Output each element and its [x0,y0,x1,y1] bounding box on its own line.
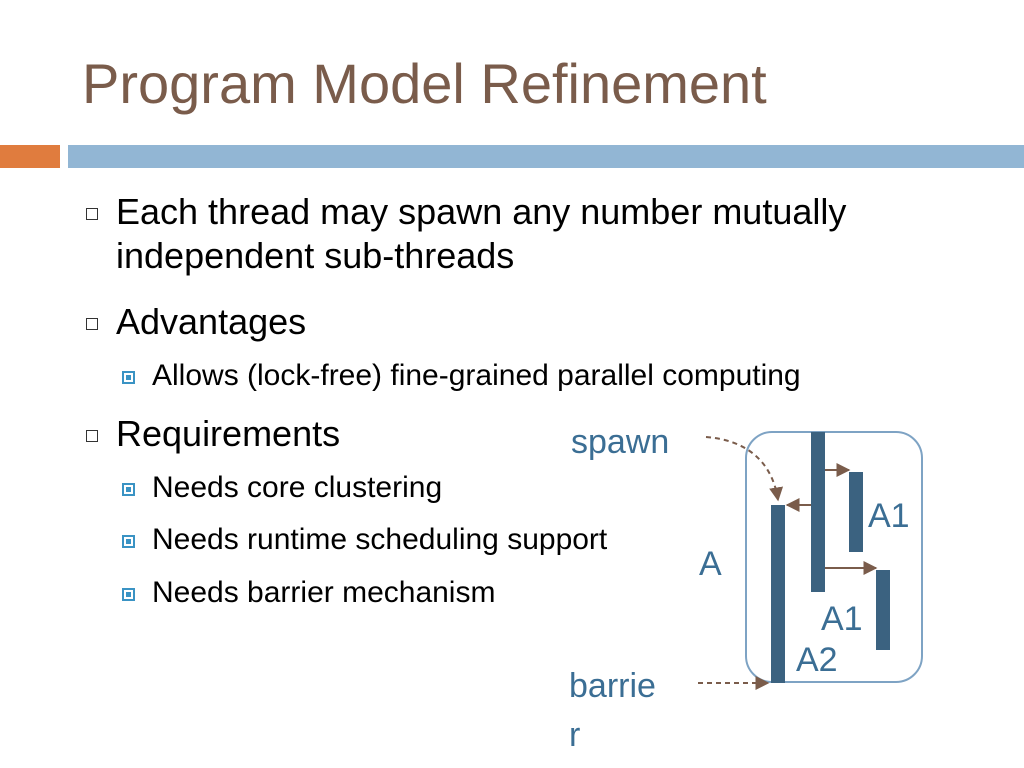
sub-bullet-text: Needs runtime scheduling support [152,523,608,556]
title-rule-blue [68,145,1024,168]
spawn-pointer-arrow [705,436,784,502]
barrier-label-line2: r [569,716,580,754]
hollow-square-bullet-icon [86,318,98,330]
thread-label-a1-bottom: A1 [821,600,863,638]
bullet-item-requirements: Requirements [86,412,966,456]
spawn-label: spawn [571,423,669,461]
thread-bar-a [771,505,785,683]
filled-square-bullet-icon [122,535,135,548]
thread-label-a: A [699,545,722,583]
bullet-item-advantages: Advantages [86,300,966,344]
filled-square-bullet-icon [122,588,135,601]
thread-bar-a1-bottom [876,570,890,650]
bullet-text: Advantages [116,301,307,342]
filled-square-bullet-icon [122,371,135,384]
sub-bullet-text: Needs core clustering [152,471,443,504]
slide-title: Program Model Refinement [82,52,767,115]
hollow-square-bullet-icon [86,208,98,220]
thread-label-a2: A2 [796,641,838,679]
bullet-text-line2: independent sub-threads [116,235,515,276]
bullet-text: Requirements [116,413,341,454]
filled-square-bullet-icon [122,483,135,496]
title-rule-orange [0,145,60,168]
bullet-text-line1: Each thread may spawn any number mutuall… [116,191,847,232]
thread-bar-a1-top [849,472,863,552]
hollow-square-bullet-icon [86,430,98,442]
bullet-item-threads: Each thread may spawn any number mutuall… [86,190,966,280]
core-cluster-box [745,431,923,683]
barrier-label-line1: barrie [569,667,656,705]
thread-bar-spawned [811,432,825,592]
sub-bullet-text: Needs barrier mechanism [152,576,496,609]
thread-label-a1-top: A1 [868,497,910,535]
sub-bullet-text: Allows (lock-free) fine-grained parallel… [152,359,801,392]
